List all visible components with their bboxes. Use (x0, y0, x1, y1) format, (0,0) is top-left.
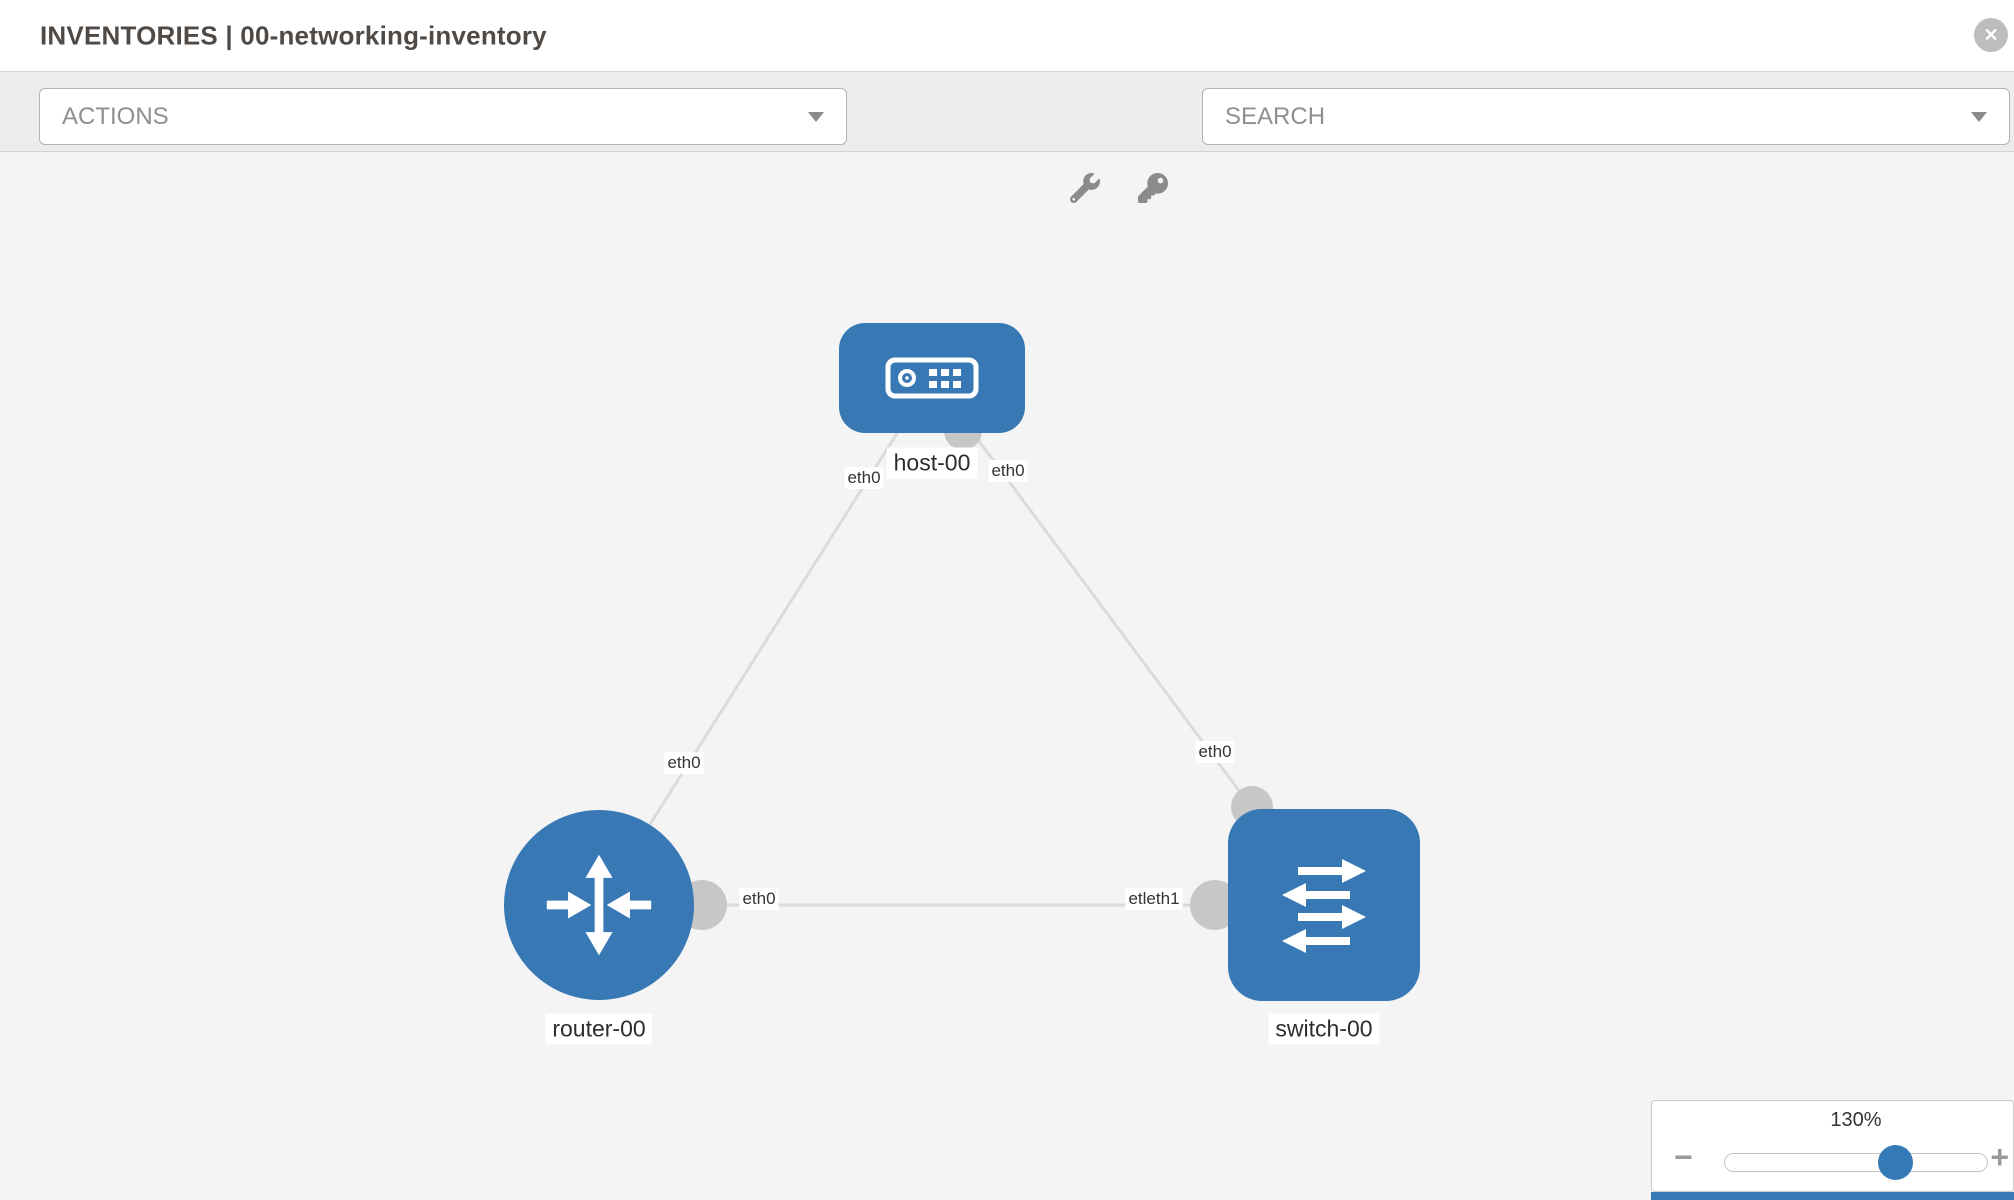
actions-dropdown[interactable]: ACTIONS (39, 88, 847, 145)
edge-label-host-switch-at-switch: eth0 (1195, 741, 1235, 763)
topology-links-layer (597, 377, 1326, 930)
header: INVENTORIES | 00-networking-inventory ✕ (0, 0, 2014, 72)
node-label-host: host-00 (886, 447, 978, 479)
key-button[interactable] (1133, 168, 1173, 208)
node-router-00[interactable] (504, 810, 694, 1000)
minus-icon: − (1674, 1139, 1693, 1175)
zoom-slider-track[interactable] (1724, 1153, 1988, 1172)
zoom-panel: 130% − + (1651, 1100, 2014, 1192)
node-label-switch: switch-00 (1268, 1013, 1380, 1045)
wrench-button[interactable] (1065, 168, 1105, 208)
switch-icon (1282, 859, 1366, 953)
plus-icon: + (1990, 1139, 2009, 1175)
host-icon (885, 357, 979, 399)
toolbar: ACTIONS SEARCH (0, 72, 2014, 203)
search-dropdown[interactable]: SEARCH (1202, 88, 2010, 145)
actions-dropdown-label: ACTIONS (62, 102, 169, 130)
key-icon (1138, 173, 1168, 203)
link-host-router (597, 377, 934, 906)
edge-label-router-switch-at-router: eth0 (739, 888, 779, 910)
chevron-down-icon (1971, 111, 1987, 122)
edge-label-router-switch-at-switch: etleth1 (1125, 888, 1183, 910)
node-host-00[interactable] (839, 323, 1025, 433)
edge-label-host-router-at-router: eth0 (664, 752, 704, 774)
zoom-level: 130% (1830, 1109, 1882, 1131)
edge-label-host-router-at-host: eth0 (844, 467, 884, 489)
wrench-icon (1070, 173, 1100, 203)
zoom-out-button[interactable]: − (1674, 1141, 1693, 1173)
node-switch-00[interactable] (1228, 809, 1420, 1001)
chevron-down-icon (808, 111, 824, 122)
zoom-slider-handle[interactable] (1878, 1145, 1913, 1180)
topology-canvas[interactable]: host-00 router-00 switch-00 eth0 eth0 et… (0, 152, 2014, 1200)
zoom-in-button[interactable]: + (1990, 1141, 2009, 1173)
search-dropdown-label: SEARCH (1225, 102, 1326, 130)
close-icon: ✕ (1983, 25, 1999, 45)
close-button[interactable]: ✕ (1974, 18, 2008, 52)
node-label-router: router-00 (545, 1013, 653, 1045)
interface-endpoint-switch-left (1190, 880, 1240, 930)
router-icon (546, 854, 652, 956)
footer-strip (1651, 1192, 2014, 1200)
edge-label-host-switch-at-host: eth0 (988, 460, 1028, 482)
page-title: INVENTORIES | 00-networking-inventory (40, 20, 547, 50)
